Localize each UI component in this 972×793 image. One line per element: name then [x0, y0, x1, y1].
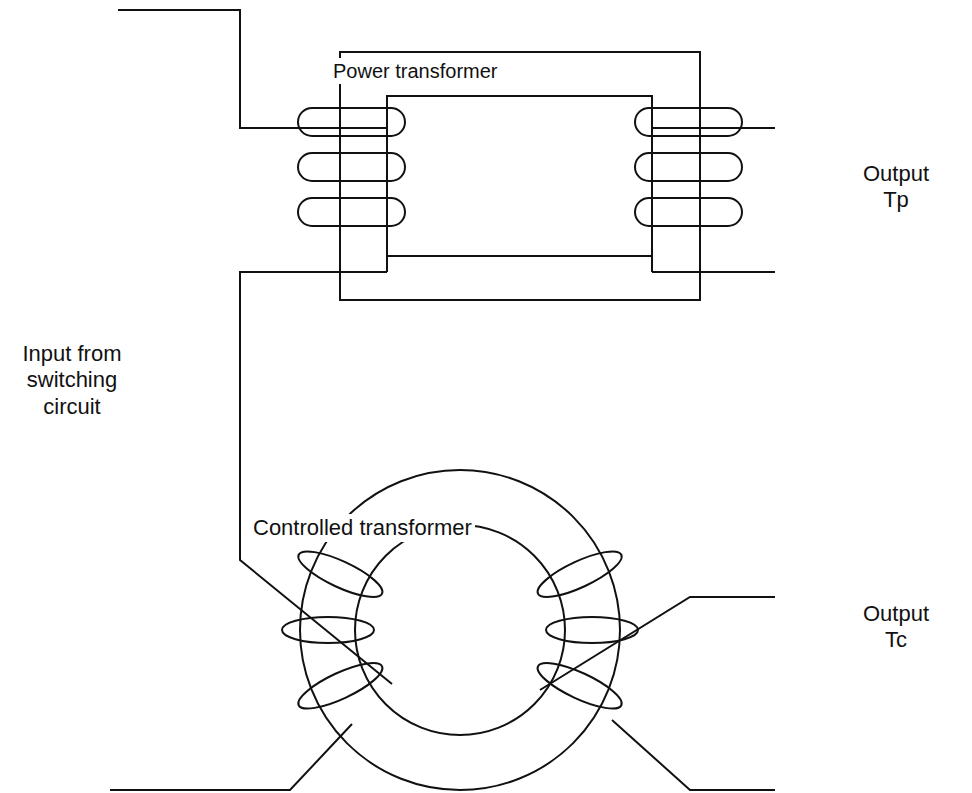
- toroid-winding: [293, 543, 387, 605]
- primary-winding: [298, 153, 405, 181]
- coil-lead: [651, 118, 653, 128]
- output-wire: [612, 720, 775, 790]
- primary-winding: [298, 108, 405, 136]
- toroid-winding: [532, 655, 626, 717]
- heading-label: Controlled transformer: [250, 514, 475, 542]
- output-wire: [540, 597, 775, 690]
- input-label: Input from switching circuit: [4, 340, 140, 421]
- primary-winding: [298, 198, 405, 226]
- output-wire: [652, 271, 775, 273]
- toroid-winding: [293, 655, 387, 717]
- series-wire: [240, 272, 392, 684]
- heading-label: Power transformer: [330, 58, 501, 84]
- toroid-winding: [546, 617, 638, 643]
- core-window: [387, 96, 652, 256]
- coil-lead: [651, 226, 653, 272]
- coil-lead: [386, 226, 388, 272]
- input-wire: [110, 724, 352, 790]
- output-wire: [652, 127, 775, 129]
- transformer-core: [340, 52, 700, 300]
- toroid-winding: [282, 617, 374, 643]
- toroid-inner: [355, 525, 565, 735]
- toroid-winding: [532, 543, 626, 605]
- output-label: Output Tp: [848, 160, 944, 215]
- output-label: Output Tc: [848, 600, 944, 655]
